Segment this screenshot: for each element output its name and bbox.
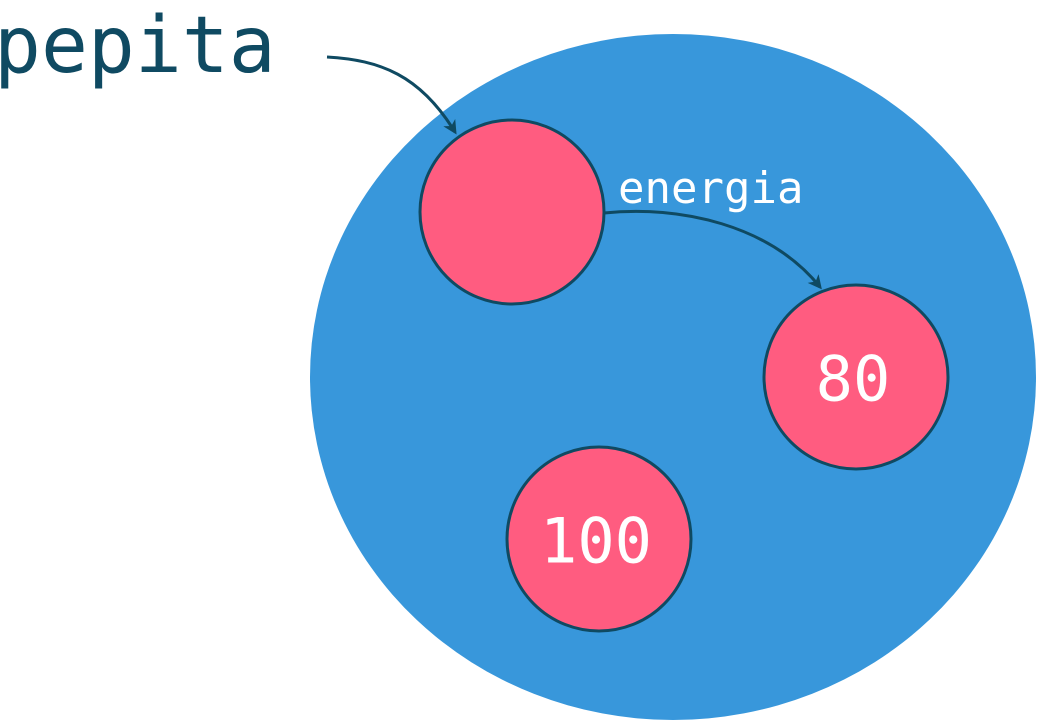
other-value-label: 100 (540, 505, 652, 578)
object-node-other-value: 100 (505, 445, 693, 633)
object-node-main (418, 118, 606, 306)
variable-name: pepita (0, 1, 276, 91)
variable-reference-arrow (326, 55, 457, 135)
attribute-label: energia (618, 163, 803, 214)
energy-value-label: 80 (816, 343, 891, 416)
object-node-energy-value: 80 (762, 283, 950, 471)
attribute-reference-arrow (603, 209, 822, 290)
